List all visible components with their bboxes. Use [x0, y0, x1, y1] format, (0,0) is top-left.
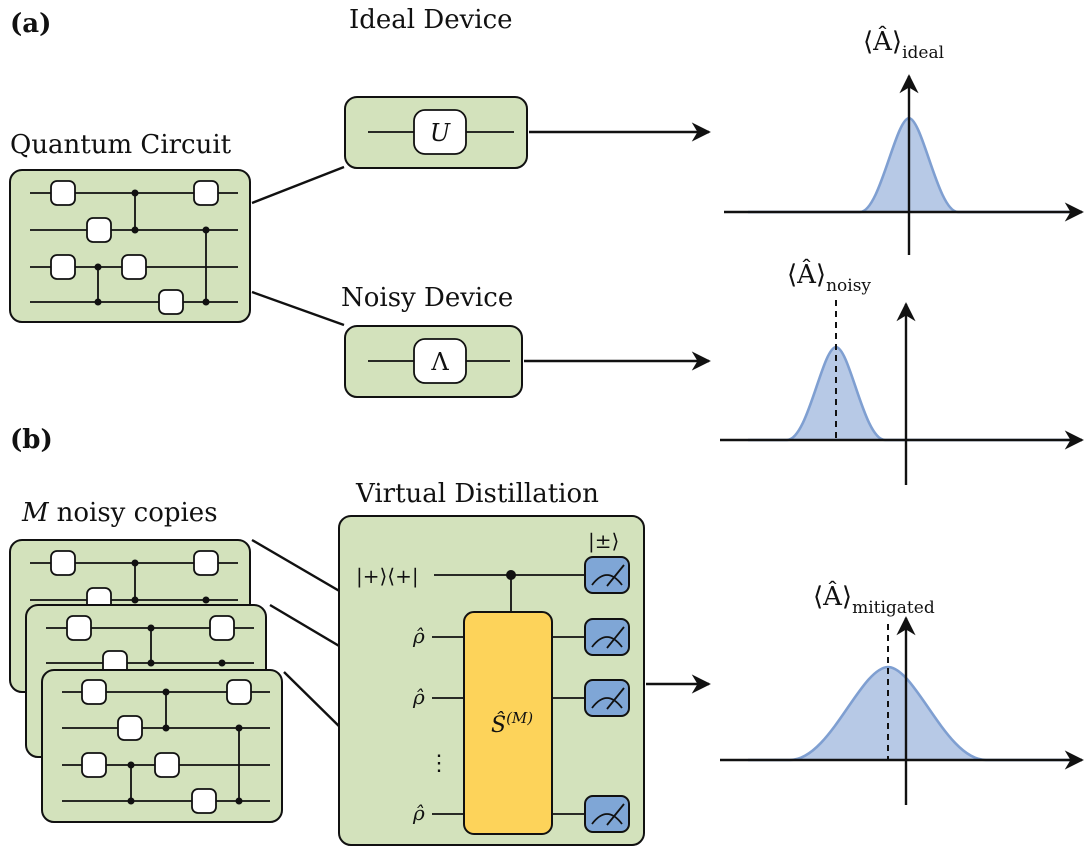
measurement-icon-4 — [584, 795, 630, 833]
measure-basis-label: |±⟩ — [588, 529, 619, 554]
noisy-copy-circuit-3 — [41, 669, 283, 823]
measurement-icon-3 — [584, 679, 630, 717]
vdots-label: ⋮ — [428, 751, 450, 776]
noisy-device-title: Noisy Device — [341, 283, 513, 313]
ideal-distribution-plot — [724, 74, 1084, 255]
noisy-distribution-plot — [720, 300, 1084, 485]
ideal-gate-label: U — [430, 119, 451, 147]
noisy-gate-label: Λ — [430, 348, 449, 376]
mitigated-expectation-label: ⟨Â⟩mitigated — [813, 580, 935, 618]
measurement-icon-1 — [584, 556, 630, 594]
ideal-device-title: Ideal Device — [349, 5, 513, 35]
ancilla-state-label: |+⟩⟨+| — [356, 564, 419, 589]
ideal-device-box: U — [344, 96, 528, 169]
noisy-device-box: Λ — [344, 325, 523, 398]
virtual-distillation-box: Ŝ(M) — [338, 515, 645, 846]
rho-label-2: ρ̂ — [412, 685, 425, 709]
quantum-circuit-title: Quantum Circuit — [10, 130, 232, 160]
rho-label-1: ρ̂ — [412, 624, 425, 648]
virtual-distillation-title: Virtual Distillation — [355, 479, 599, 509]
panel-label-b: (b) — [10, 425, 53, 455]
rho-label-3: ρ̂ — [412, 801, 425, 825]
s-operator-box — [463, 611, 553, 835]
quantum-circuit-box — [9, 169, 251, 323]
measurement-icon-2 — [584, 618, 630, 656]
mitigated-distribution-plot — [720, 616, 1084, 805]
panel-label-a: (a) — [10, 9, 51, 39]
noisy-expectation-label: ⟨Â⟩noisy — [787, 258, 871, 296]
ideal-expectation-label: ⟨Â⟩ideal — [863, 25, 944, 63]
s-operator-label: Ŝ(M) — [491, 709, 533, 738]
